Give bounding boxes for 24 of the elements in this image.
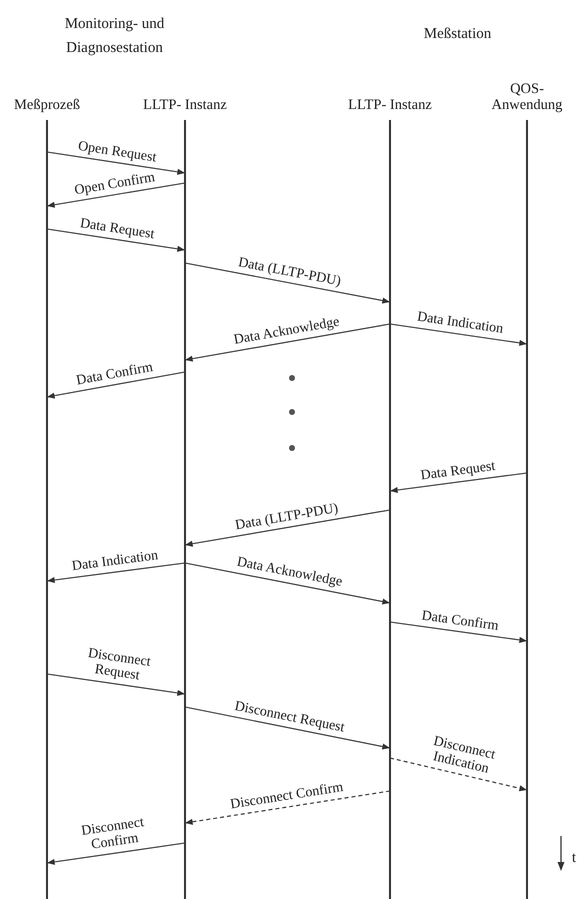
message-arrow <box>184 706 390 750</box>
message-arrow <box>184 323 390 362</box>
message-arrow <box>46 842 186 865</box>
message-arrow <box>390 757 528 792</box>
message-arrow <box>46 182 186 208</box>
message-arrow <box>390 323 528 346</box>
message-arrow <box>184 790 390 825</box>
lifeline-header: LLTP- Instanz <box>142 96 228 114</box>
message-arrow <box>390 621 528 643</box>
message-arrow <box>46 371 186 399</box>
lifeline-header: LLTP- Instanz <box>347 96 433 114</box>
message-arrow <box>46 673 186 696</box>
message-arrow <box>184 509 390 547</box>
group-heading: Meßstation <box>422 25 492 44</box>
axis-label: t <box>570 849 577 868</box>
lifeline-header: Meßprozeß <box>12 96 82 114</box>
message-arrow <box>184 562 390 605</box>
message-arrow <box>46 562 186 584</box>
message-arrow <box>46 228 186 252</box>
lifeline-header: QOS- Anwendung <box>490 80 564 114</box>
message-arrow <box>390 472 528 494</box>
message-arrow <box>46 151 186 175</box>
group-heading: Monitoring- und Diagnosestation <box>64 15 166 58</box>
message-arrow <box>184 262 390 304</box>
